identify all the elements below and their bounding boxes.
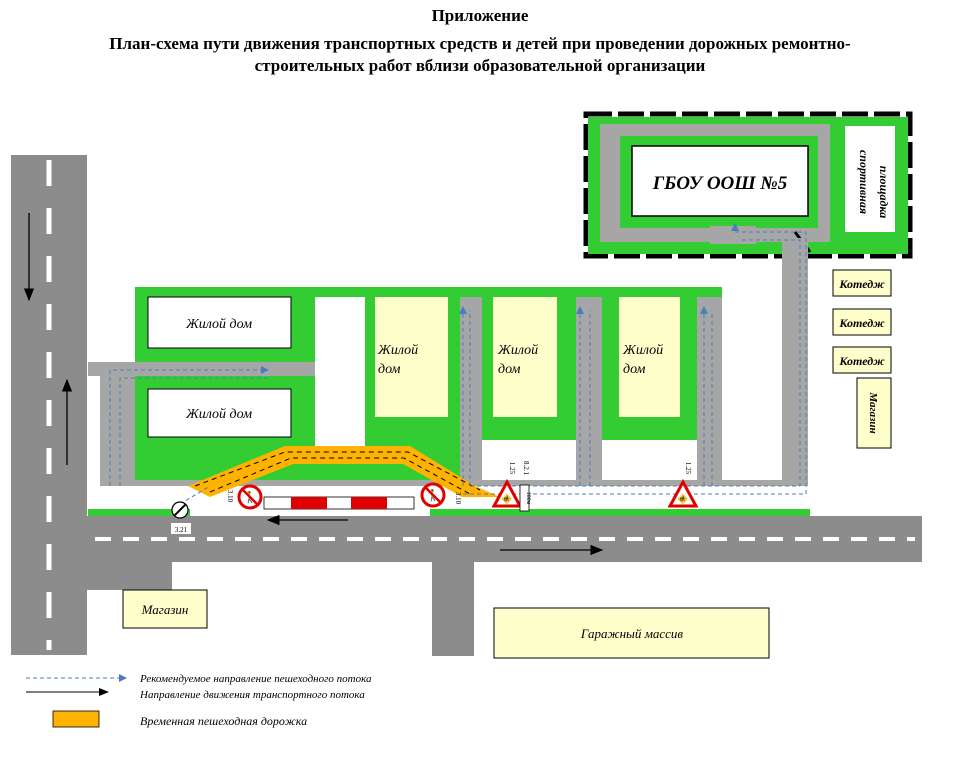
house-4 [493,297,557,417]
house-2-label: Жилой дом [185,407,252,422]
shop-right [856,377,892,449]
sign-no-pedestrians-right: 🚶 [420,482,446,508]
house-3 [375,297,448,417]
school-name: ГБОУ ООШ №5 [652,173,788,194]
sign-children-2: 🚸 [667,478,699,508]
house-4-label-2: дом [498,362,521,377]
cottage-2-label: Котедж [838,316,885,330]
cottage-2 [832,308,892,336]
sign-1-25-left-label: 1.25 [508,462,516,475]
house-3-label-1: Жилой [377,343,418,358]
shop-right-label: Магазин [867,391,879,433]
legend: Рекомендуемое направление пешеходного по… [26,673,372,728]
sport-ground [845,126,895,232]
house-5-label-1: Жилой [622,343,663,358]
title-line-2: строительных работ вблизи образовательно… [254,56,706,75]
sign-3-21-label: 3.21 [175,526,188,534]
legend-pedestrian-text: Рекомендуемое направление пешеходного по… [139,673,372,685]
main-road [87,509,922,656]
house-2 [147,388,292,438]
garages [493,607,770,659]
sign-children-1: 🚸 [491,478,523,508]
pedestrian-flow-lines [109,223,807,505]
shop-bottom-label: Магазин [141,602,189,617]
house-5 [619,297,680,417]
cottage-3 [832,346,892,374]
appendix-heading: Приложение [431,6,529,25]
cottage-3-label: Котедж [838,354,885,368]
legend-walkway-swatch [52,710,100,728]
shop-bottom [122,589,208,629]
sign-3-21: 3.21 [171,501,191,534]
garages-label: Гаражный массив [580,626,684,641]
house-1-label: Жилой дом [185,317,252,332]
house-3-label-2: дом [378,362,401,377]
sport-label-1: спортивная [857,150,871,214]
cottage-1-label: Котедж [838,277,885,291]
house-4-label-1: Жилой [497,343,538,358]
sign-distance-plate: 100м [519,484,531,512]
house-5-label-2: дом [623,362,646,377]
house-1 [147,296,292,349]
svg-text:🚸: 🚸 [677,493,688,504]
sport-label-2: площадка [877,166,891,219]
legend-walkway-text: Временная пешеходная дорожка [140,714,307,728]
road-barrier [263,496,415,510]
svg-text:🚸: 🚸 [501,493,512,504]
sign-3-10-left-label: 3.10 [226,490,234,503]
school-building [631,145,809,217]
sign-distance-label: 100м [525,492,531,505]
sign-no-pedestrians-left: 🚶 [237,484,263,510]
legend-traffic-text: Направление движения транспортного поток… [139,689,365,701]
cottage-1 [832,269,892,297]
sign-3-10-right-label: 3.10 [454,492,462,505]
left-road [11,155,87,655]
sign-1-25-right-label: 1.25 [684,462,692,475]
temporary-walkway [188,446,500,497]
title-line-1: План-схема пути движения транспортных ср… [109,34,851,53]
sign-8-2-1-label: 8.2.1 [522,461,530,476]
